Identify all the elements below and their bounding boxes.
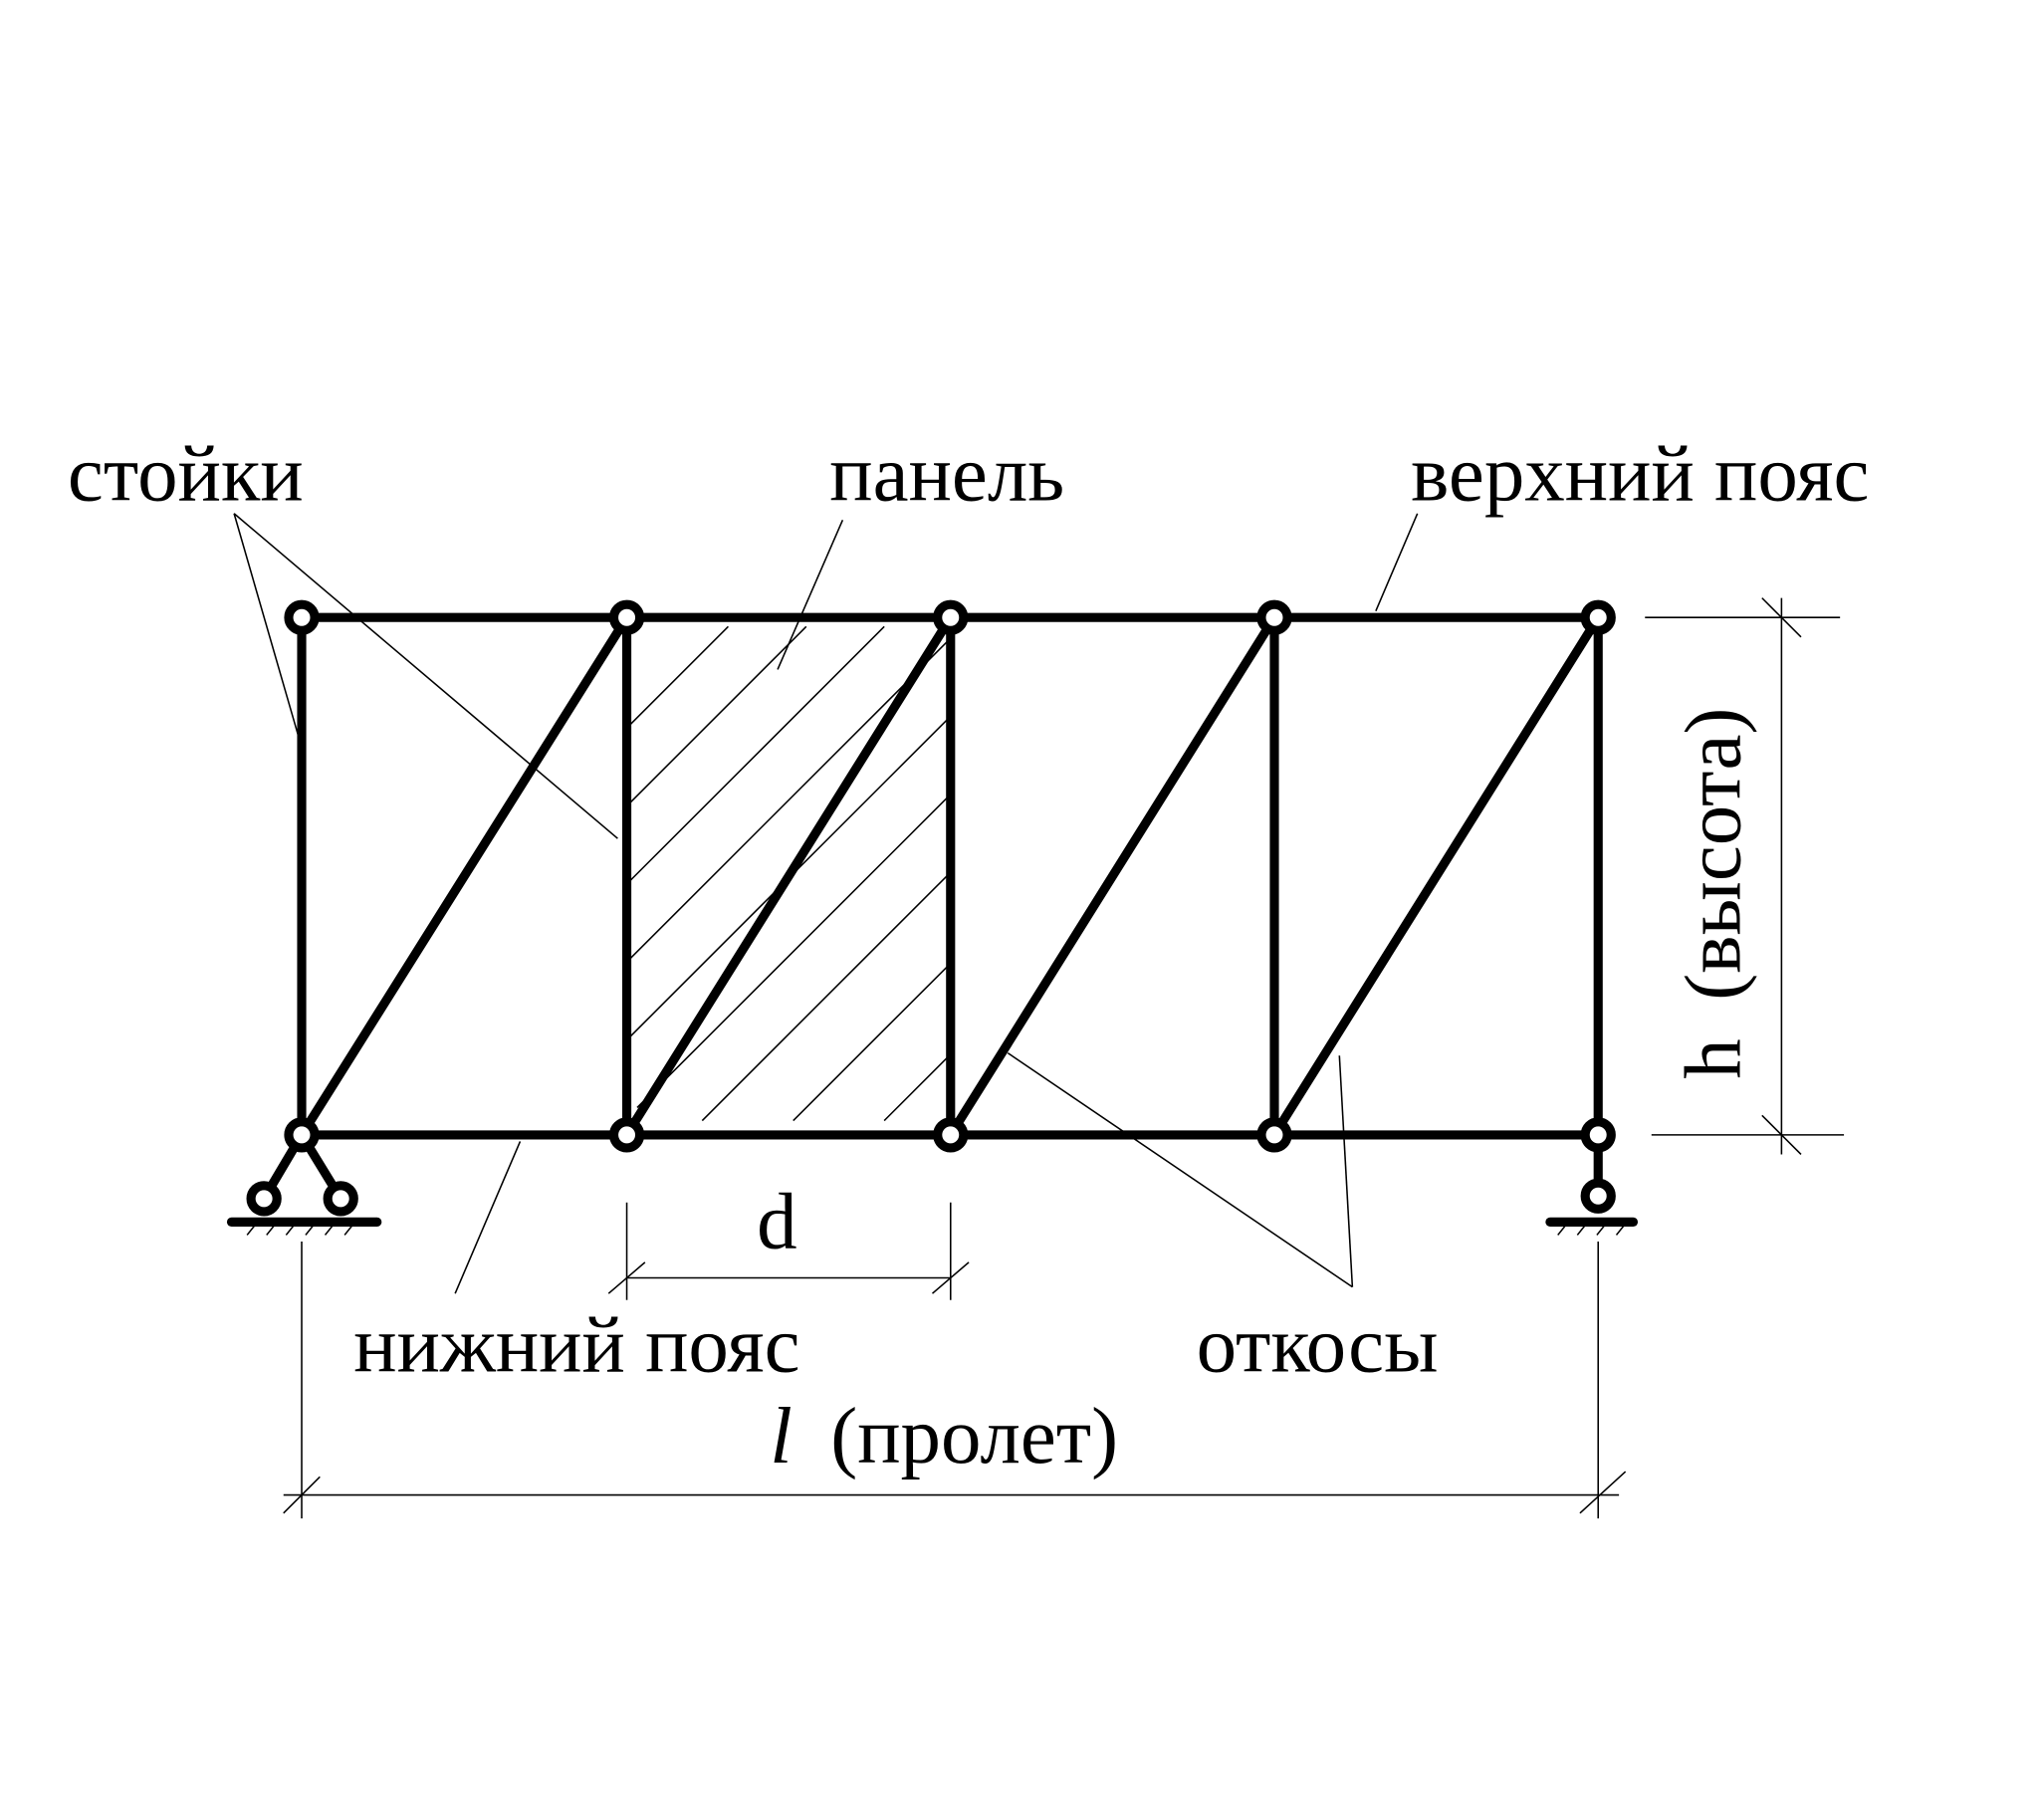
height-text: (высота) xyxy=(1669,708,1758,1001)
truss-members xyxy=(297,612,1603,1140)
label-diagonals: откосы xyxy=(1197,1300,1439,1390)
label-span: l (пролет) xyxy=(770,1391,1118,1480)
label-posts: стойки xyxy=(68,429,304,519)
label-panel-length: d xyxy=(757,1176,796,1265)
diagonal xyxy=(621,612,956,1140)
label-height: h (высота) xyxy=(1669,708,1758,1079)
leader-lines xyxy=(233,513,1419,1294)
label-top-chord: верхний пояс xyxy=(1411,429,1869,519)
label-panel: панель xyxy=(829,429,1064,519)
height-symbol: h xyxy=(1669,1038,1758,1078)
diagonal xyxy=(946,612,1279,1140)
span-symbol: l xyxy=(770,1391,793,1480)
diagonal xyxy=(297,612,632,1140)
dimension-lines xyxy=(283,597,1845,1519)
span-text: (пролет) xyxy=(830,1391,1118,1480)
diagonal xyxy=(1269,612,1603,1140)
label-bottom-chord: нижний пояс xyxy=(353,1300,799,1390)
truss-nodes xyxy=(284,599,1616,1153)
